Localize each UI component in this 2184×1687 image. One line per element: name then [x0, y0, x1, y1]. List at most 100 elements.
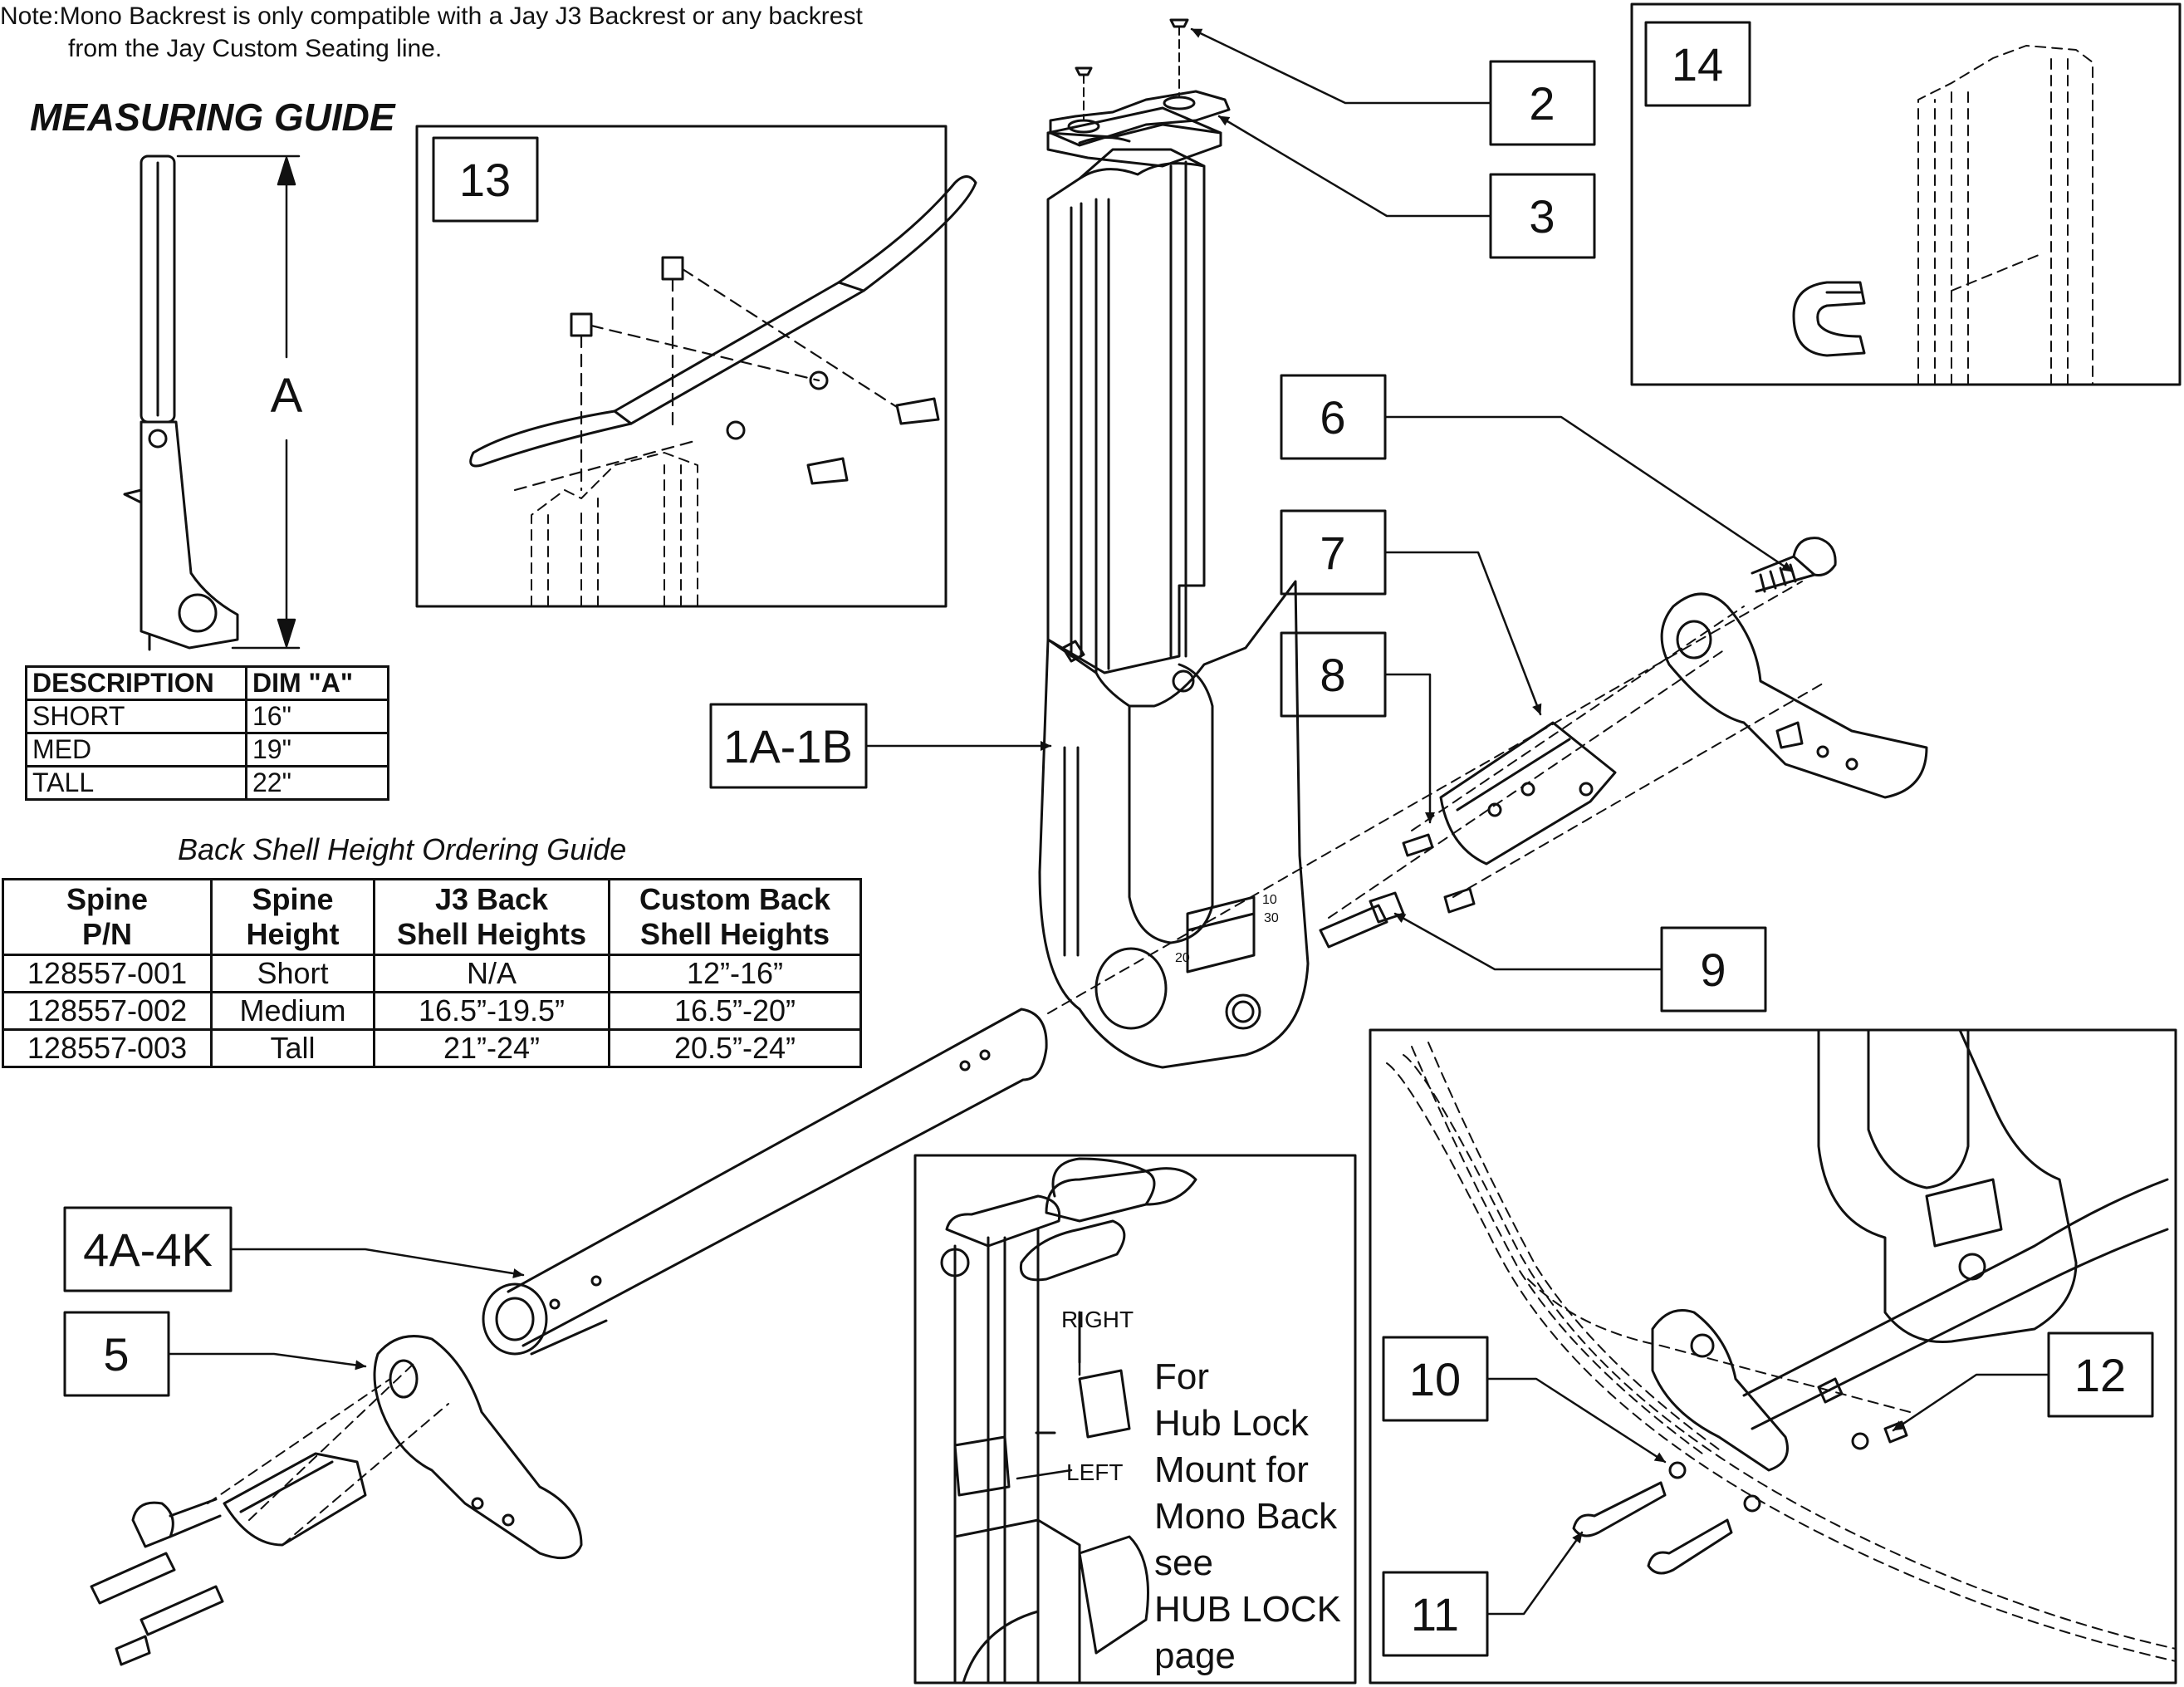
wheel-mount-inset-frame: [1369, 1028, 2177, 1685]
leader-11: [1486, 1531, 1584, 1616]
measuring-spine-drawing: [123, 154, 239, 651]
ord-header-line: Spine: [252, 882, 334, 916]
tube-4a-4k: [482, 1008, 1048, 1356]
inset-13-handle-assembly: [469, 175, 977, 607]
callout-box-14: [1644, 21, 1751, 107]
dim-header-description: DESCRIPTION: [25, 665, 247, 701]
ord-cell: N/A: [373, 954, 610, 993]
dimension-table: DESCRIPTION DIM "A" SHORT 16" MED 19" TA…: [25, 665, 389, 801]
callout-label-9: 9: [1700, 944, 1726, 996]
hub-note-line: Hub Lock: [1154, 1403, 1309, 1444]
ord-cell: 16.5”-20”: [608, 991, 862, 1031]
leader-8: [1383, 673, 1435, 824]
scale-label-10: 10: [1262, 893, 1277, 907]
scale-label-20: 20: [1175, 951, 1190, 965]
callout-label-6: 6: [1320, 391, 1345, 444]
table-row: MED 19": [25, 732, 389, 767]
ord-cell: 128557-003: [2, 1028, 213, 1068]
callout-label-2: 2: [1529, 77, 1555, 130]
leader-3: [1217, 115, 1492, 218]
hub-note-line: For: [1154, 1356, 1209, 1397]
leader-4a-4k: [229, 1248, 525, 1278]
callout-label-11: 11: [1411, 1588, 1459, 1640]
callout-label-5: 5: [103, 1328, 129, 1380]
ord-cell: Short: [210, 954, 375, 993]
leader-6: [1383, 415, 1794, 573]
ord-cell: 12”-16”: [608, 954, 862, 993]
spine-1a-1b: [1038, 18, 1310, 1069]
dimension-table-header: DESCRIPTION DIM "A": [25, 665, 389, 701]
scale-label-30: 30: [1264, 911, 1279, 925]
ord-cell: 128557-002: [2, 991, 213, 1031]
ord-header-line: Height: [246, 917, 340, 951]
angle-scale-labels: 10 30 20: [1175, 893, 1279, 965]
ord-cell: 128557-001: [2, 954, 213, 993]
dim-cell: TALL: [25, 765, 247, 801]
left-label: LEFT: [1066, 1459, 1123, 1485]
table-row: 128557-003 Tall 21”-24” 20.5”-24”: [2, 1028, 862, 1068]
callout-label-13: 13: [459, 154, 511, 206]
callout-label-8: 8: [1320, 649, 1345, 701]
callout-label-4a-4k: 4A-4K: [83, 1224, 213, 1276]
dim-cell: 22": [245, 765, 389, 801]
dim-cell: SHORT: [25, 699, 247, 734]
inset-14-clip-assembly: [1792, 45, 2093, 385]
leader-lines: [167, 27, 2050, 1616]
leader-12: [1892, 1373, 2050, 1432]
ord-cell: Tall: [210, 1028, 375, 1068]
right-mount-bracket: [1047, 537, 1928, 1014]
dimension-a-label: A: [271, 369, 303, 423]
right-label: RIGHT: [1061, 1307, 1134, 1332]
note-line-2: from the Jay Custom Seating line.: [68, 35, 443, 62]
callout-label-3: 3: [1529, 190, 1555, 243]
table-row: SHORT 16": [25, 699, 389, 734]
ord-header-line: Custom Back: [639, 882, 831, 916]
callout-labels: 2 3 14 13 6 7 8 1A-1B 9 4A-4K 5 10 12 11: [83, 38, 2126, 1640]
left-mount-bracket: [90, 1335, 583, 1666]
dim-cell: 19": [245, 732, 389, 767]
ord-cell: 20.5”-24”: [608, 1028, 862, 1068]
ord-header-line: P/N: [81, 917, 132, 951]
leader-9: [1393, 912, 1663, 971]
callout-label-12: 12: [2074, 1349, 2126, 1401]
callout-box-13: [432, 136, 539, 223]
ord-header-line: Shell Heights: [639, 917, 830, 951]
hub-note-line: Mount for: [1154, 1449, 1309, 1490]
callout-label-10: 10: [1409, 1353, 1461, 1405]
table-row: 128557-001 Short N/A 12”-16”: [2, 954, 862, 993]
dim-cell: 16": [245, 699, 389, 734]
measuring-guide-title: MEASURING GUIDE: [30, 96, 395, 139]
ord-cell: 16.5”-19.5”: [373, 991, 610, 1031]
hub-lock-note: For Hub Lock Mount for Mono Back see HUB…: [1154, 1354, 1341, 1680]
hub-lock-inset-frame: [913, 1154, 1357, 1685]
hub-note-line: page: [1154, 1636, 1236, 1676]
leader-5: [167, 1352, 367, 1371]
dimension-a-arrow: [176, 154, 301, 650]
ord-cell: 21”-24”: [373, 1028, 610, 1068]
callout-label-7: 7: [1320, 527, 1345, 579]
table-row: TALL 22": [25, 765, 389, 801]
compatibility-note: Note:Mono Backrest is only compatible wi…: [0, 0, 997, 65]
ord-header-line: Spine: [66, 882, 148, 916]
hub-lock-side-labels: RIGHT LEFT: [1061, 1307, 1134, 1485]
ord-cell: Medium: [210, 991, 375, 1031]
hub-note-line: Mono Back: [1154, 1496, 1338, 1537]
ordering-guide-title: Back Shell Height Ordering Guide: [178, 832, 627, 866]
leader-left: [1016, 1469, 1073, 1480]
dim-header-dim-a: DIM "A": [245, 665, 389, 701]
callout-label-1a-1b: 1A-1B: [723, 720, 853, 772]
table-row: 128557-002 Medium 16.5”-19.5” 16.5”-20”: [2, 991, 862, 1031]
hub-note-line: HUB LOCK: [1154, 1589, 1341, 1630]
leader-7: [1383, 551, 1542, 716]
leader-10: [1486, 1377, 1667, 1464]
leader-2: [1190, 27, 1492, 105]
ord-header-line: Shell Heights: [396, 917, 587, 951]
dim-cell: MED: [25, 732, 247, 767]
